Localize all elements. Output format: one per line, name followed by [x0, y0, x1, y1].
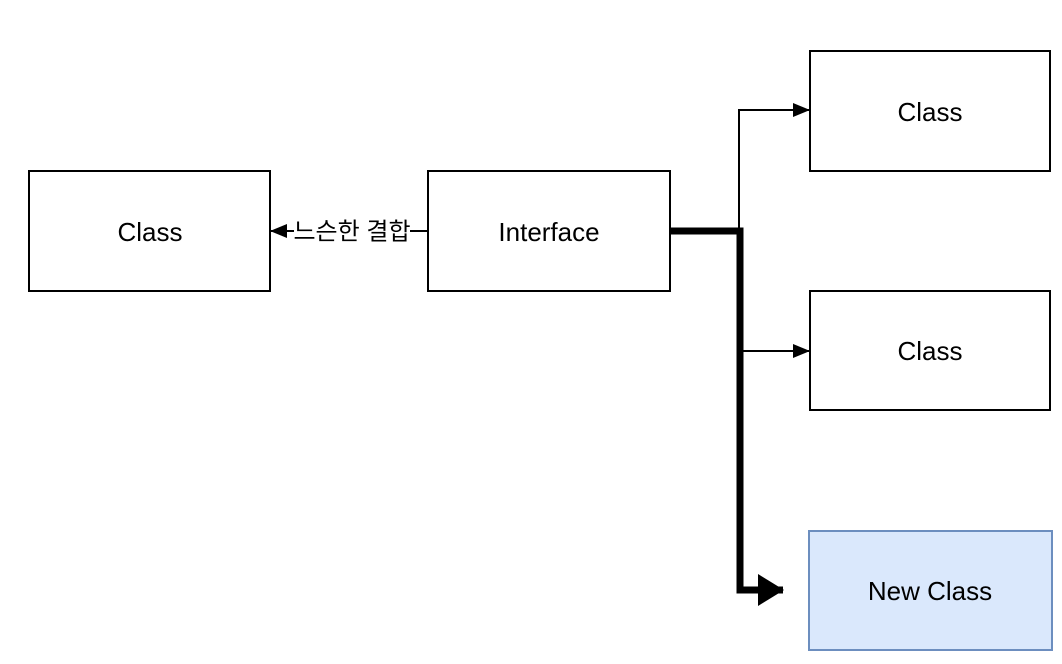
- edge-interface-to-new-class[interactable]: [670, 227, 784, 606]
- node-class-top-shape: [809, 50, 1051, 172]
- node-interface-label: Interface: [498, 217, 599, 247]
- node-class-left-shape: [28, 170, 271, 292]
- node-new-class[interactable]: New Class: [808, 530, 1053, 651]
- node-new-class-label: New Class: [868, 576, 992, 606]
- edge-label-background: [294, 217, 410, 245]
- node-interface-shape: [427, 170, 671, 292]
- node-interface[interactable]: Interface: [427, 170, 671, 292]
- node-class-left-label: Class: [117, 217, 182, 247]
- node-class-top-label: Class: [897, 97, 962, 127]
- node-class-middle[interactable]: Class: [809, 290, 1051, 411]
- node-class-left[interactable]: Class: [28, 170, 271, 292]
- edge-interface-to-top-class[interactable]: [738, 103, 810, 231]
- node-class-middle-shape: [809, 290, 1051, 411]
- node-class-middle-label: Class: [897, 336, 962, 366]
- node-class-top[interactable]: Class: [809, 50, 1051, 172]
- edge-label-loose-coupling[interactable]: 느슨한 결합: [293, 219, 410, 246]
- node-new-class-shape: [808, 530, 1053, 651]
